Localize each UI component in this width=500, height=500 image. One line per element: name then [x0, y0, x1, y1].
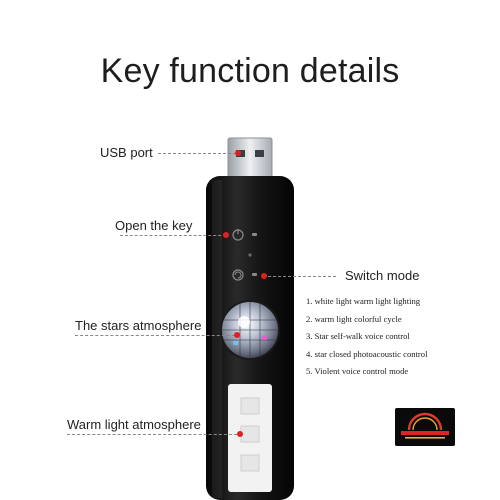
- usb-port-leader: [158, 153, 236, 154]
- mode-item: 3. Star self-walk voice control: [306, 331, 410, 341]
- brand-logo: [395, 408, 455, 446]
- mode-icon: [232, 269, 244, 281]
- switch-mode-marker: [261, 273, 267, 279]
- stars-label: The stars atmosphere: [75, 318, 202, 333]
- mode-list: 1. white light warm light lighting 2. wa…: [306, 293, 427, 381]
- open-key-marker: [223, 232, 229, 238]
- warm-label: Warm light atmosphere: [67, 417, 201, 432]
- disco-ball-icon: [220, 300, 280, 360]
- switch-mode-label: Switch mode: [345, 268, 420, 283]
- warm-light-panel: [228, 384, 272, 492]
- warm-leader: [67, 434, 237, 435]
- open-key-label: Open the key: [115, 218, 193, 233]
- page-title: Key function details: [100, 52, 400, 90]
- stars-leader: [75, 335, 235, 336]
- mode-item: 2. warm light colorful cycle: [306, 313, 402, 324]
- warm-marker: [237, 431, 243, 437]
- usb-port-label: USB port: [100, 145, 153, 160]
- logo-graphic: [401, 412, 449, 439]
- mode-item: 1. white light warm light lighting: [306, 296, 421, 306]
- power-icon: [232, 229, 244, 241]
- stars-marker: [234, 332, 240, 338]
- usb-connector: [227, 137, 273, 179]
- usb-port-marker: [235, 150, 241, 156]
- open-key-leader: [120, 235, 226, 236]
- mode-item: 5. Violent voice control mode: [306, 366, 409, 376]
- switch-mode-leader: [268, 276, 336, 277]
- mode-item: 4. star closed photoacoustic control: [306, 348, 428, 359]
